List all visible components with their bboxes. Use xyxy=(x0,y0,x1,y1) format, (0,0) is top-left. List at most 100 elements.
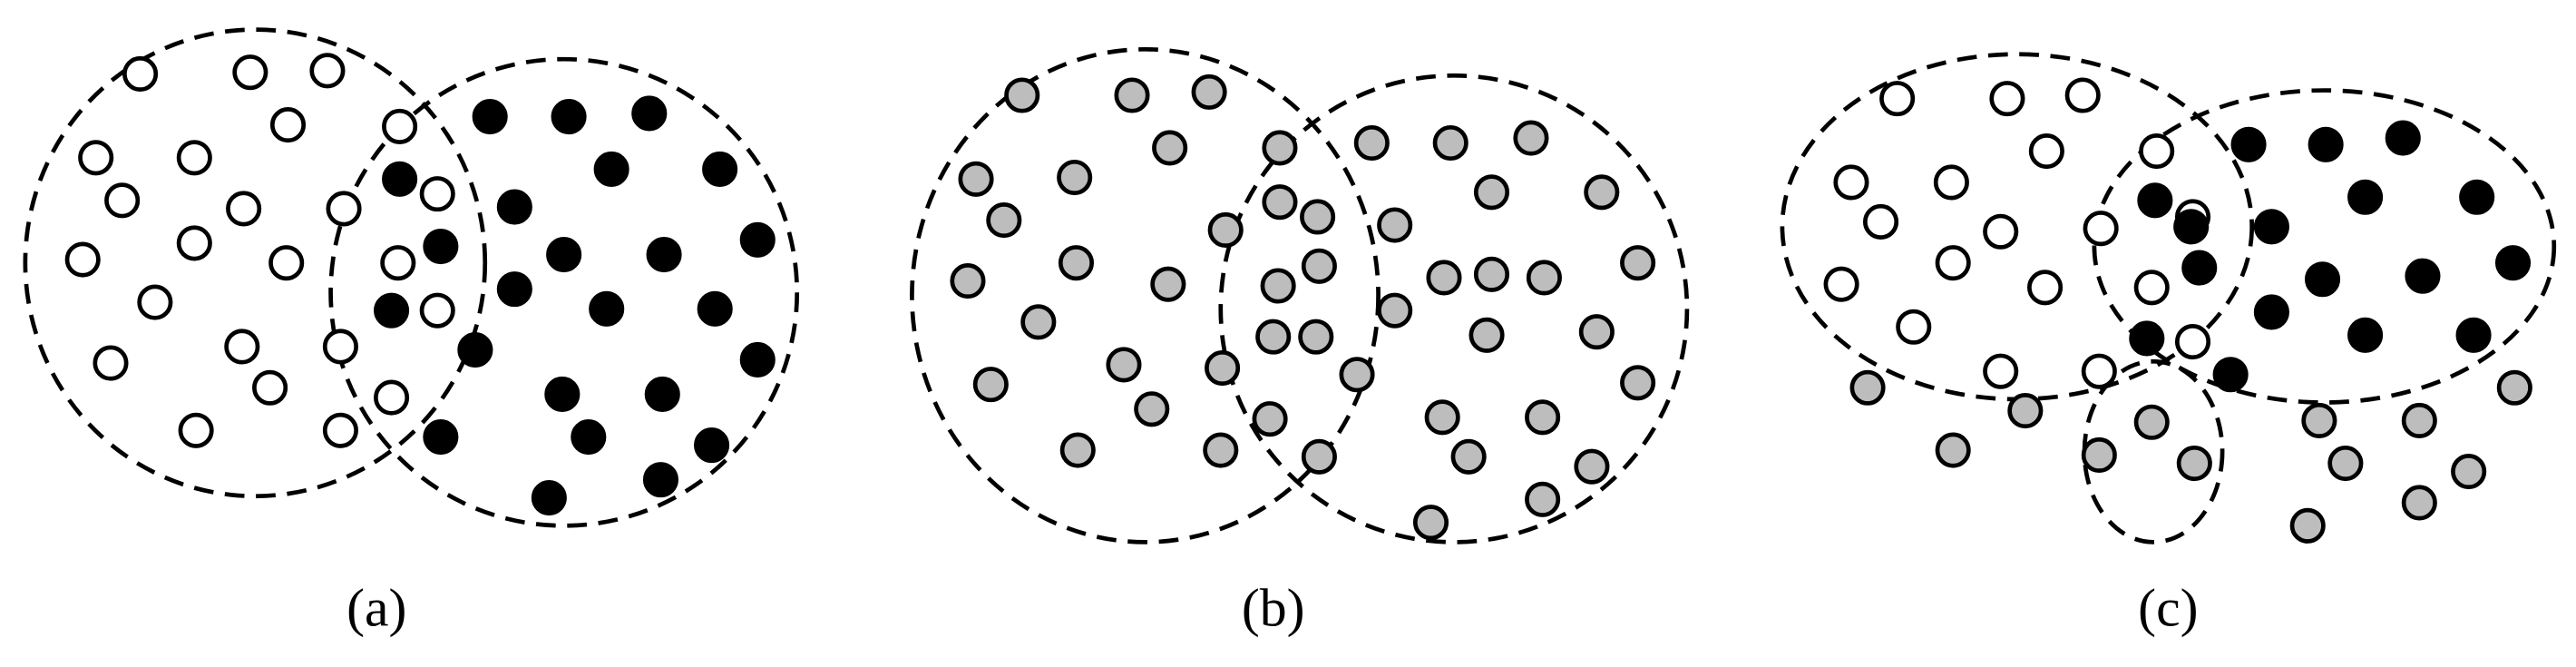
panel-a-open-point xyxy=(64,241,101,278)
panel-c-filled-point xyxy=(2459,179,2495,215)
panel-c-open-point xyxy=(1989,81,2025,117)
panel-c-gray-point xyxy=(2327,445,2364,482)
panel-c-open-point xyxy=(2133,270,2170,306)
panel-a-open-point xyxy=(252,369,288,406)
panel-a-filled-point xyxy=(694,427,730,464)
panel-a-open-point xyxy=(178,412,214,448)
panel-b-gray-point xyxy=(1207,211,1244,248)
panel-c-open-point xyxy=(1833,164,1869,201)
panel-c-open-point xyxy=(1879,81,1916,117)
panel-a-open-point xyxy=(268,245,305,281)
panel-c-gray-point xyxy=(2451,454,2487,490)
panel-b-gray-point xyxy=(1473,174,1510,211)
panel-b-gray-point xyxy=(1058,245,1095,281)
panel-c-open-point xyxy=(2174,324,2211,360)
panel-label-a: (a) xyxy=(346,578,406,638)
panel-b-gray-point xyxy=(1353,124,1390,162)
panel-c-filled-point xyxy=(2181,250,2218,286)
panel-a-open-point xyxy=(419,292,455,329)
panel-c-gray-point xyxy=(2401,402,2437,438)
panel-a-filled-point xyxy=(697,290,733,327)
panel-a-filled-point xyxy=(546,237,582,273)
panel-labels: (a) (b) (c) xyxy=(346,578,2198,638)
panel-b-gray-point xyxy=(1526,260,1562,296)
panel-c-open-point xyxy=(1983,353,2019,389)
panel-c-filled-point xyxy=(2405,258,2441,294)
panel-a-open-point xyxy=(419,176,455,212)
panel-a-open-point xyxy=(322,412,358,448)
panel-a-filled-point xyxy=(531,479,567,516)
panel-a-open-point xyxy=(382,108,418,144)
panel-c-filled-point xyxy=(2253,209,2289,245)
panel-a-open-point xyxy=(226,191,262,227)
panel-c-gray-point xyxy=(2401,485,2437,521)
panel-b-gray-point xyxy=(1114,77,1150,113)
panel-c-gray-point xyxy=(2301,402,2337,438)
panel-b-gray-point xyxy=(1020,304,1057,340)
panel-a-open-point xyxy=(78,140,114,176)
panel-b-gray-point xyxy=(1426,260,1462,296)
panel-c-filled-point xyxy=(2173,209,2210,245)
panel-b-right-cluster-region xyxy=(1218,73,1690,544)
panel-a-open-point xyxy=(232,54,268,91)
panel-a-filled-point xyxy=(593,151,629,188)
panel-a-filled-point xyxy=(382,161,418,197)
panel-b-gray-point xyxy=(1424,399,1460,436)
panel-b-gray-point xyxy=(1004,77,1040,113)
panel-b-gray-point xyxy=(950,263,986,299)
panel-b-gray-point xyxy=(1578,314,1615,350)
panel-c-filled-point xyxy=(2230,126,2267,162)
panel-b-gray-point xyxy=(1203,432,1239,468)
panel-c-open-point xyxy=(2083,211,2119,247)
panel-c-filled-point xyxy=(2347,317,2384,353)
panel-a-filled-point xyxy=(644,376,680,413)
panel-c-open-point xyxy=(1862,203,1899,240)
panel-a-filled-point xyxy=(589,290,625,327)
panel-c-open-point xyxy=(1823,266,1859,302)
panel-b-gray-point xyxy=(1620,365,1656,401)
panel-c-gray-point xyxy=(2496,369,2532,406)
panel-c-gray-point xyxy=(2007,393,2044,429)
panel-a-filled-point xyxy=(472,98,508,135)
panel-c-open-point xyxy=(1933,164,1969,201)
panel-a-filled-point xyxy=(571,419,607,456)
panel-c-filled-point xyxy=(2385,120,2421,156)
panel-b-gray-point xyxy=(1150,266,1186,302)
panel-c-filled-point xyxy=(2129,320,2165,357)
panel-b-gray-point xyxy=(1412,505,1449,541)
panel-a-filled-point xyxy=(423,229,459,265)
panel-a-filled-point xyxy=(423,419,459,456)
panel-b-gray-point xyxy=(1152,130,1188,166)
panel-c-filled-point xyxy=(2308,126,2344,162)
panel-b-gray-point xyxy=(1252,401,1288,437)
panel-b-gray-point xyxy=(1298,319,1334,355)
panel-c-gray-point xyxy=(1849,369,1886,406)
panel-a-open-point xyxy=(374,379,410,416)
panel-c-filled-point xyxy=(2455,317,2492,353)
panel-b-gray-point xyxy=(986,202,1022,239)
panel-b-gray-point xyxy=(1262,184,1298,221)
panel-a-filled-point xyxy=(544,376,581,413)
panel-b-gray-point xyxy=(1205,349,1241,387)
panel-b-gray-point xyxy=(1134,391,1170,427)
panel-a-filled-point xyxy=(739,341,776,378)
panel-b-gray-point xyxy=(1432,124,1469,162)
panel-c-gray-point xyxy=(2133,404,2170,440)
panel-b-left-cluster-region xyxy=(910,46,1381,544)
panel-label-b: (b) xyxy=(1242,578,1305,638)
panel-a-filled-point xyxy=(551,98,587,135)
panel-a-filled-point xyxy=(631,95,668,132)
panel-b-gray-point xyxy=(1059,432,1096,468)
panel-label-c: (c) xyxy=(2138,578,2198,638)
panel-b-gray-point xyxy=(1339,357,1375,393)
panel-c-filled-point xyxy=(2304,261,2341,298)
panel-b-gray-point xyxy=(1260,268,1296,304)
panel-b-gray-point xyxy=(1620,245,1656,281)
panel-a-filled-point xyxy=(496,189,532,225)
panel-a-open-point xyxy=(122,55,159,93)
panel-c-open-point xyxy=(2081,353,2117,389)
panel-a-open-point xyxy=(326,191,362,227)
panel-b-gray-point xyxy=(972,367,1009,403)
panel-c-gray-point xyxy=(1935,432,1971,468)
